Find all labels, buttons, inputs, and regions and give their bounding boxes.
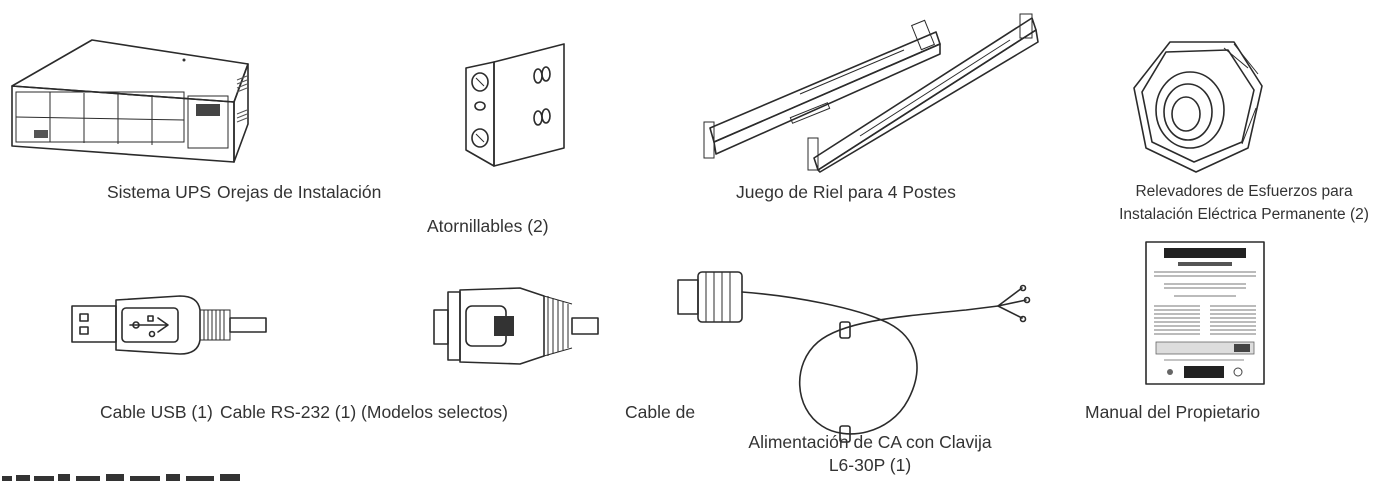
strain-relief-label-line2: Instalación Eléctrica Permanente (2) — [1119, 206, 1369, 223]
rs232-cable-illustration — [432, 286, 600, 366]
owners-manual-illustration — [1144, 240, 1266, 386]
usb-cable-label: Cable USB (1) — [100, 402, 213, 422]
power-cord-label-line1: Cable de — [625, 402, 696, 422]
mounting-ears-label-line2: Atornillables (2) — [427, 216, 549, 236]
rail-kit-label: Juego de Riel para 4 Postes — [736, 182, 956, 202]
ups-system-illustration — [4, 34, 252, 164]
mounting-ears-illustration — [458, 38, 568, 170]
power-cord-label-line2: Alimentación de CA con Clavija — [748, 432, 992, 452]
ups-system-label: Sistema UPS — [107, 182, 212, 202]
cut-off-heading — [0, 470, 245, 482]
owners-manual-label: Manual del Propietario — [1085, 402, 1261, 422]
mounting-ears-label-line1: Orejas de Instalación — [217, 182, 382, 202]
strain-relief-label-line1: Relevadores de Esfuerzos para — [1135, 183, 1353, 200]
power-cord-label-line3: L6-30P (1) — [828, 455, 912, 475]
rs232-cable-label: Cable RS-232 (1) (Modelos selectos) — [220, 402, 508, 422]
power-cord-illustration — [676, 262, 1036, 464]
strain-relief-illustration — [1130, 38, 1266, 174]
usb-cable-illustration — [70, 294, 270, 358]
rail-kit-illustration — [690, 10, 1050, 173]
